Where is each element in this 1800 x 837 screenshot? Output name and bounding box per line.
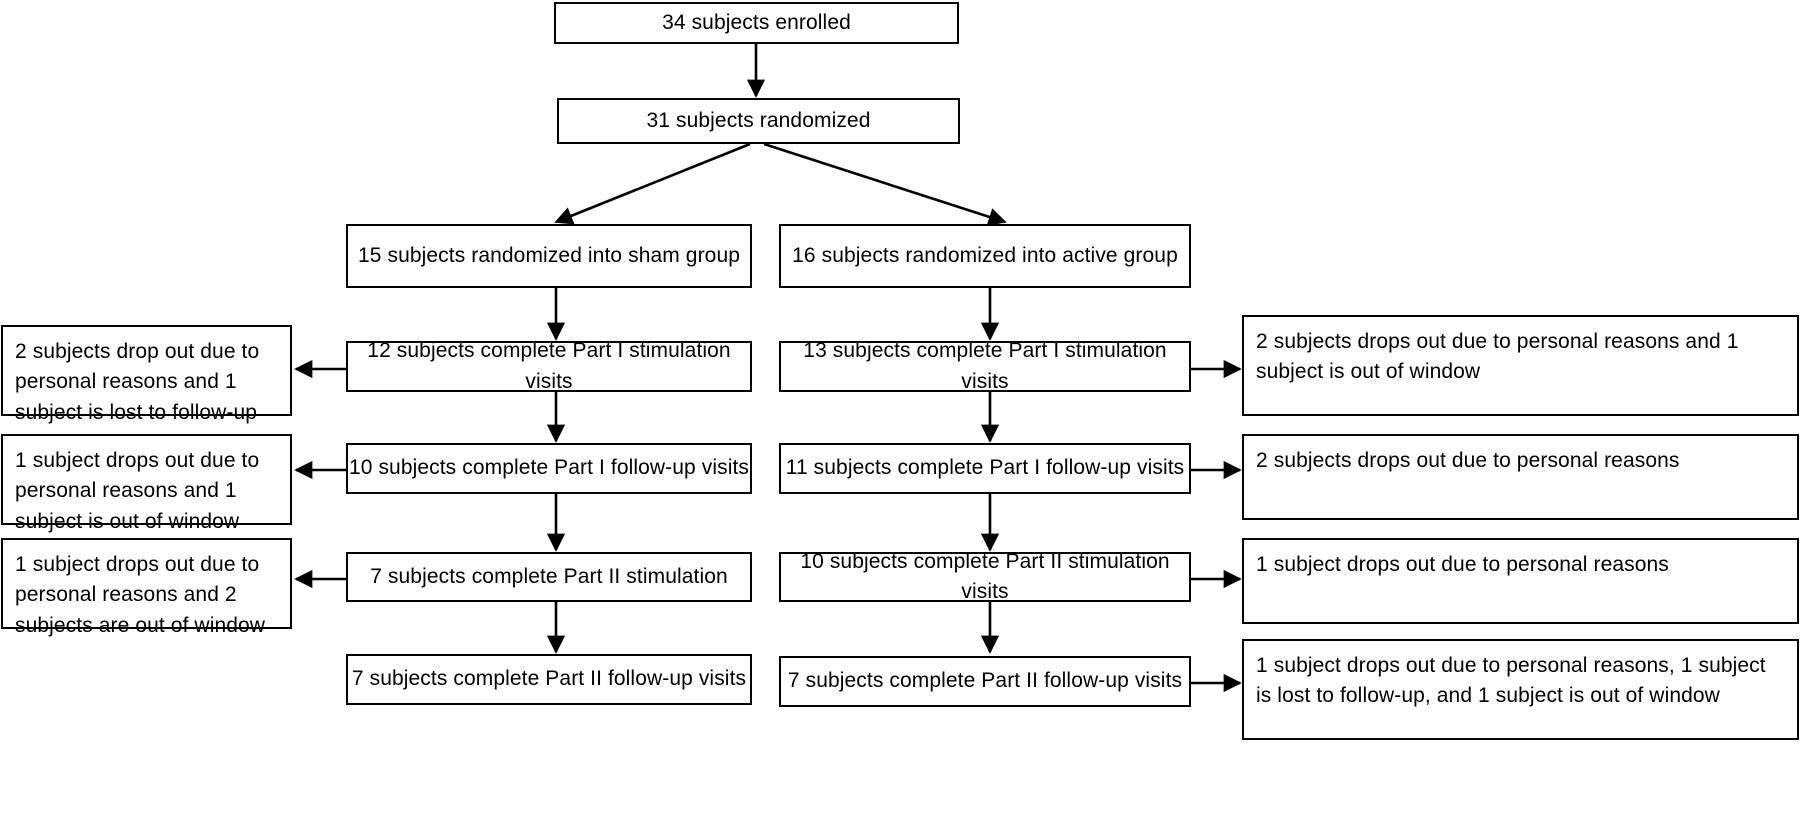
node-sham-part1-stimulation: 12 subjects complete Part I stimulation …: [346, 339, 752, 393]
node-enrolled: 34 subjects enrolled: [554, 2, 959, 44]
node-active-part1-followup: 11 subjects complete Part I follow-up vi…: [779, 443, 1191, 494]
arrow-randomized-to-active: [763, 142, 1007, 226]
dropout-right-part1-stimulation-label: 2 subjects drops out due to personal rea…: [1256, 330, 1739, 384]
arrow-randomized-to-sham: [554, 142, 751, 225]
node-active-part2-stimulation: 10 subjects complete Part II stimulation…: [779, 550, 1191, 603]
node-sham-part1-followup: 10 subjects complete Part I follow-up vi…: [346, 443, 752, 494]
dropout-right-part1-stimulation: 2 subjects drops out due to personal rea…: [1242, 315, 1799, 416]
dropout-left-part1-followup-label: 1 subject drops out due to personal reas…: [15, 449, 260, 533]
dropout-left-part1-stimulation: 2 subjects drop out due to personal reas…: [1, 325, 292, 424]
node-randomized: 31 subjects randomized: [557, 98, 960, 144]
node-active-part2-followup-label: 7 subjects complete Part II follow-up vi…: [787, 669, 1183, 693]
node-enrolled-label: 34 subjects enrolled: [662, 10, 851, 34]
dropout-right-part2-stimulation-label: 1 subject drops out due to personal reas…: [1256, 553, 1669, 576]
node-sham-group: 15 subjects randomized into sham group: [346, 224, 752, 288]
dropout-left-part2-stimulation-label: 1 subject drops out due to personal reas…: [15, 553, 266, 637]
node-active-part1-stimulation: 13 subjects complete Part I stimulation …: [779, 339, 1191, 393]
dropout-right-part2-followup: 1 subject drops out due to personal reas…: [1242, 639, 1799, 740]
dropout-right-part2-followup-label: 1 subject drops out due to personal reas…: [1256, 654, 1766, 708]
node-active-part2-stimulation-label: 10 subjects complete Part II stimulation…: [800, 549, 1170, 603]
dropout-left-part1-followup: 1 subject drops out due to personal reas…: [1, 434, 292, 533]
node-sham-part2-stimulation-label: 7 subjects complete Part II stimulation: [370, 564, 728, 588]
node-active-group: 16 subjects randomized into active group: [779, 224, 1191, 288]
node-active-part1-stimulation-label: 13 subjects complete Part I stimulation …: [803, 339, 1167, 393]
node-sham-part2-followup-label: 7 subjects complete Part II follow-up vi…: [351, 667, 747, 691]
dropout-left-part1-stimulation-label: 2 subjects drop out due to personal reas…: [15, 340, 260, 424]
dropout-left-part2-stimulation: 1 subject drops out due to personal reas…: [1, 538, 292, 637]
node-sham-part2-followup: 7 subjects complete Part II follow-up vi…: [346, 654, 752, 705]
dropout-right-part2-stimulation: 1 subject drops out due to personal reas…: [1242, 538, 1799, 624]
node-sham-part2-stimulation: 7 subjects complete Part II stimulation: [346, 552, 752, 602]
node-randomized-label: 31 subjects randomized: [646, 108, 871, 132]
node-sham-group-label: 15 subjects randomized into sham group: [357, 243, 740, 267]
dropout-right-part1-followup-label: 2 subjects drops out due to personal rea…: [1256, 449, 1680, 472]
node-sham-part1-stimulation-label: 12 subjects complete Part I stimulation …: [367, 339, 731, 393]
node-sham-part1-followup-label: 10 subjects complete Part I follow-up vi…: [348, 456, 750, 480]
node-active-part1-followup-label: 11 subjects complete Part I follow-up vi…: [785, 456, 1185, 480]
node-active-part2-followup: 7 subjects complete Part II follow-up vi…: [779, 656, 1191, 707]
dropout-right-part1-followup: 2 subjects drops out due to personal rea…: [1242, 434, 1799, 520]
node-active-group-label: 16 subjects randomized into active group: [792, 243, 1178, 267]
